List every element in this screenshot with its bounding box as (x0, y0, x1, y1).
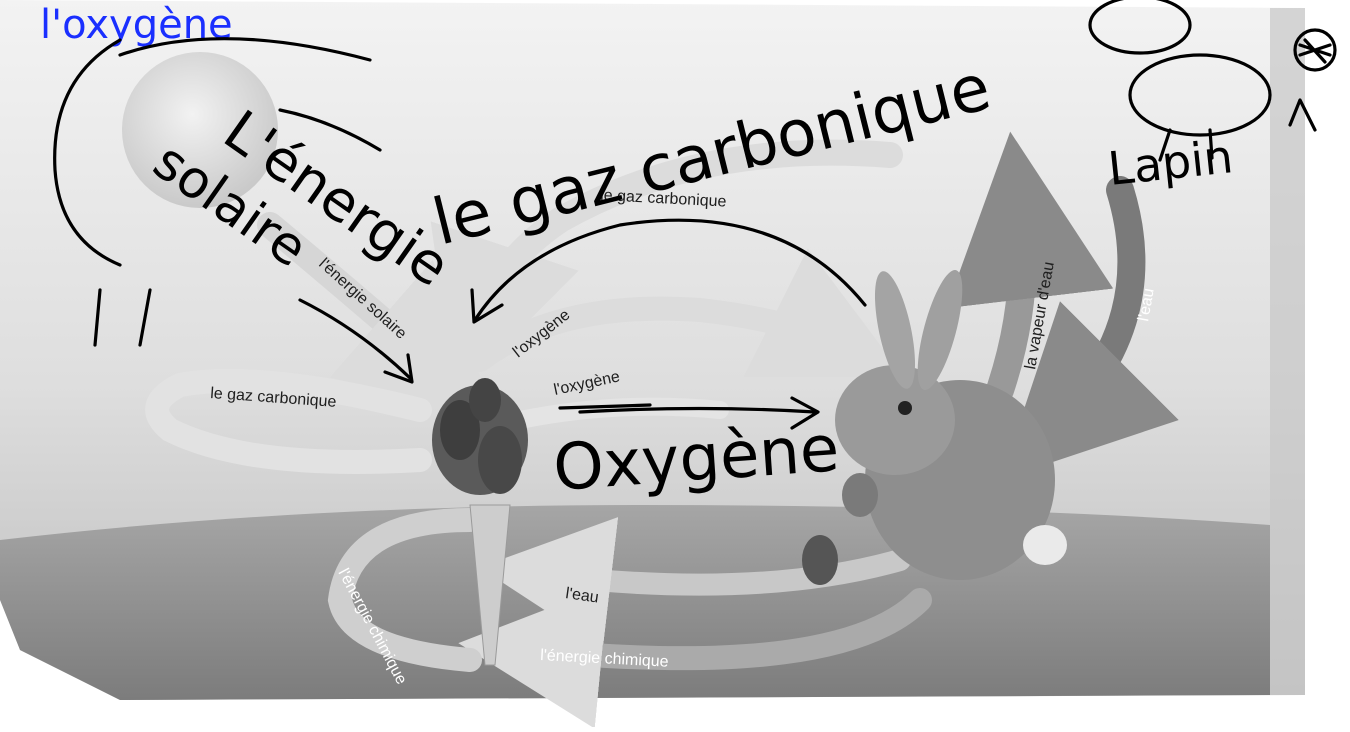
arrow-energie-chimique-left (327, 508, 482, 672)
arrow-energie-chimique-bottom (458, 585, 932, 729)
sun-ray-3 (93, 288, 102, 347)
arrow-gaz-top (430, 139, 903, 394)
rabbit-sketch (1088, 0, 1337, 162)
arrow-gaz-hand (473, 218, 867, 322)
oxygene-overline (558, 403, 652, 410)
arrow-solaire-hand (298, 298, 412, 380)
sun-ray-4 (138, 288, 152, 347)
arrow-energie-solaire (257, 212, 499, 422)
arrow-eau-right (1000, 176, 1179, 480)
arrow-gaz-left (145, 368, 432, 474)
sun-ray-2 (278, 108, 382, 152)
arrow-oxygene-1 (468, 248, 905, 378)
handwritten-title: l'oxygène (40, 2, 233, 48)
label-eau-bottom: l'eau (564, 585, 599, 606)
page-edge-shadow (1270, 8, 1305, 695)
arrow-oxygene-head (790, 396, 820, 430)
handwritten-lapin: Lapin (1106, 129, 1236, 196)
arrow-oxygene-hand (578, 406, 817, 414)
ground (0, 505, 1270, 700)
carrot-icon (432, 378, 528, 666)
arrow-gaz-head (470, 288, 504, 324)
rabbit-icon (802, 269, 1067, 585)
arrow-eau-bottom (479, 517, 911, 649)
label-eau-right: l'eau (1135, 287, 1158, 323)
label-energie-chimique-bottom: l'énergie chimique (540, 647, 669, 671)
sun-icon (122, 52, 278, 208)
sun-scribble (53, 38, 122, 267)
label-gaz-top: le gaz carbonique (600, 187, 727, 211)
arrow-solaire-head (383, 353, 414, 384)
cycle-arrows (145, 131, 1179, 729)
sun-ray-1 (118, 37, 372, 62)
